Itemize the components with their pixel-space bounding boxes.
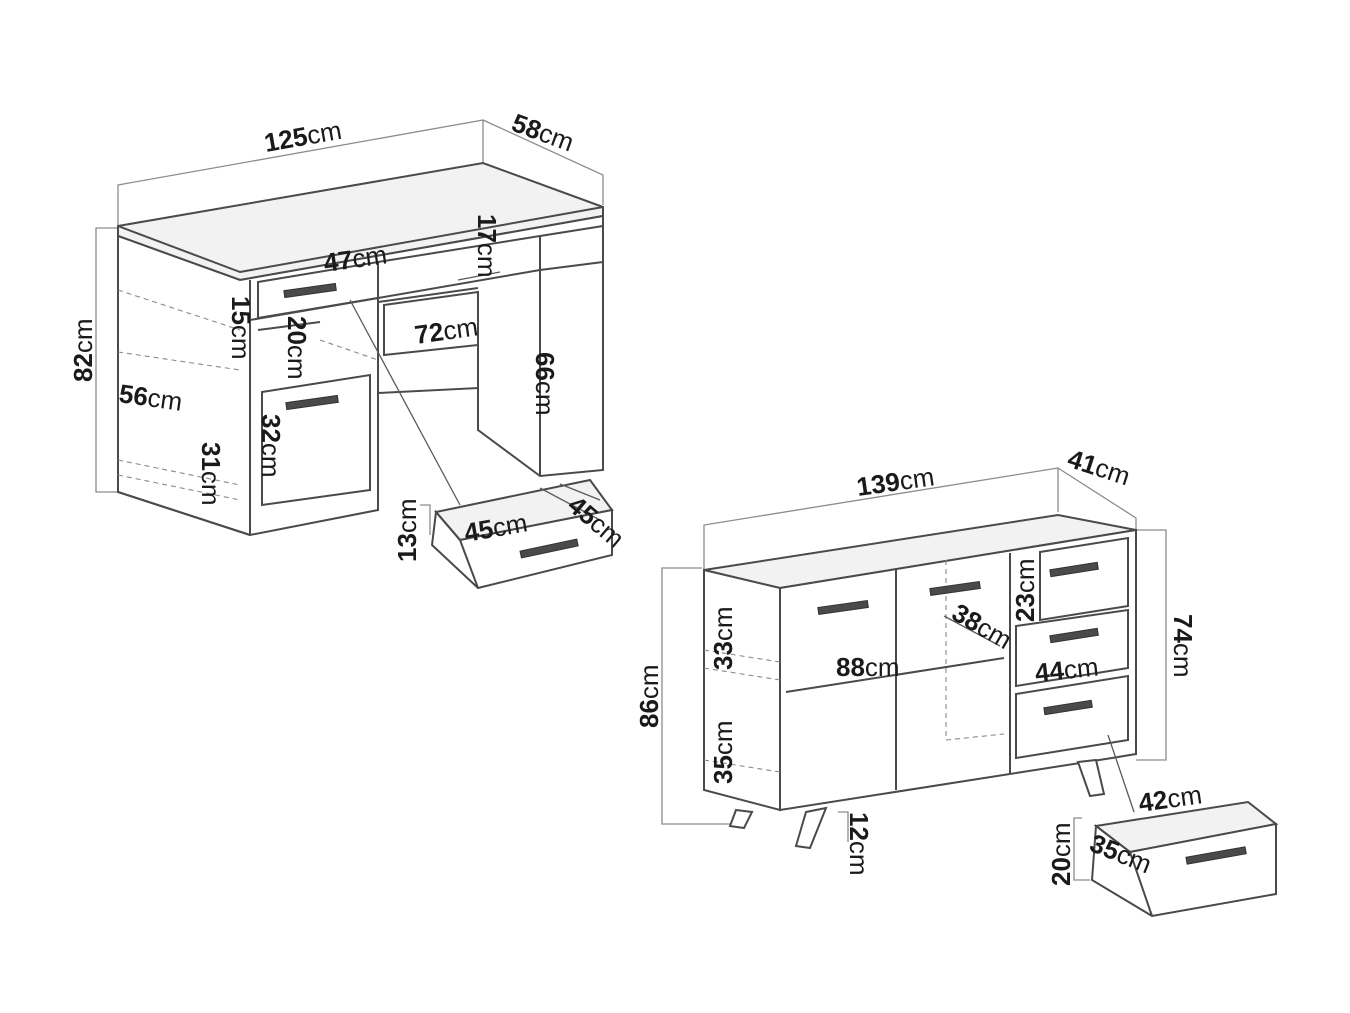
sideboard-drawer-3-handle [1043,699,1093,716]
desk-dimension-lines [95,119,604,535]
desk-top-drawer-width-label: 47cm [322,239,389,278]
desk-lower-shelf-label: 31cm [196,442,226,506]
sideboard-body-height-label: 74cm [1168,614,1198,678]
sideboard-drawer-1-handle [1049,561,1099,578]
sideboard-leg-front-left [728,808,754,830]
desk-opening-height-label: 17cm [472,214,502,278]
desk-pulled-drawer [430,478,614,590]
sideboard-drawer-height-label: 20cm [1046,822,1076,886]
sideboard-drawer-1 [1039,536,1129,622]
sideboard-leg-height-label: 12cm [844,812,874,876]
desk-shelf-height-label: 15cm [226,296,256,360]
desk-height-label: 82cm [68,318,98,382]
sideboard-total-height-label: 86cm [634,664,664,728]
desk-top-drawer-handle [283,282,337,299]
sideboard-leg-back-right [1076,758,1106,798]
desk-door-handle [285,394,339,411]
sideboard-small-drawer-label: 23cm [1010,558,1040,622]
sideboard-drawing: 139cm 41cm 86cm 74cm 33cm 35cm 23cm 38cm… [634,443,1279,918]
sideboard-drawer-section-label: 44cm [1033,651,1099,687]
desk-knee-width-label: 72cm [413,311,480,350]
desk-drawing: 125cm 58cm 82cm 47cm 17cm 15cm 20cm 72cm… [68,107,630,590]
desk-drawer-height-label: 13cm [392,498,422,562]
desk-knee-height-label: 66cm [530,352,560,416]
sideboard-leg-front-mid [794,806,828,850]
sideboard-drawer-2-handle [1049,627,1099,644]
sideboard-right-door-handle [929,580,981,597]
sideboard-left-side [703,568,781,812]
sideboard-drawer-2 [1015,608,1129,688]
sideboard-left-door-handle [817,599,869,616]
desk-cabinet-opening-label: 20cm [282,316,312,380]
desk-width-label: 125cm [262,115,344,158]
desk-side-depth-label: 56cm [117,378,184,417]
sideboard-upper-shelf-label: 33cm [708,606,738,670]
sideboard-drawer-width-label: 42cm [1137,779,1204,818]
sideboard-dimension-lines [661,467,1167,881]
desk-depth-label: 58cm [508,107,578,157]
sideboard-drawer-handle [1185,846,1247,865]
sideboard-depth-label: 41cm [1064,443,1134,491]
desk-drawer-handle [519,538,579,559]
desk-center-drawer [383,290,479,357]
sideboard-width-label: 139cm [855,461,936,502]
sideboard-pulled-drawer [1090,800,1279,918]
sideboard-drawer-3 [1015,674,1129,760]
desk-drawer-width-label: 45cm [462,507,530,548]
sideboard-lower-shelf-label: 35cm [708,720,738,784]
desk-door-height-label: 32cm [256,414,286,478]
sideboard-inner-width-label: 88cm [836,652,900,682]
